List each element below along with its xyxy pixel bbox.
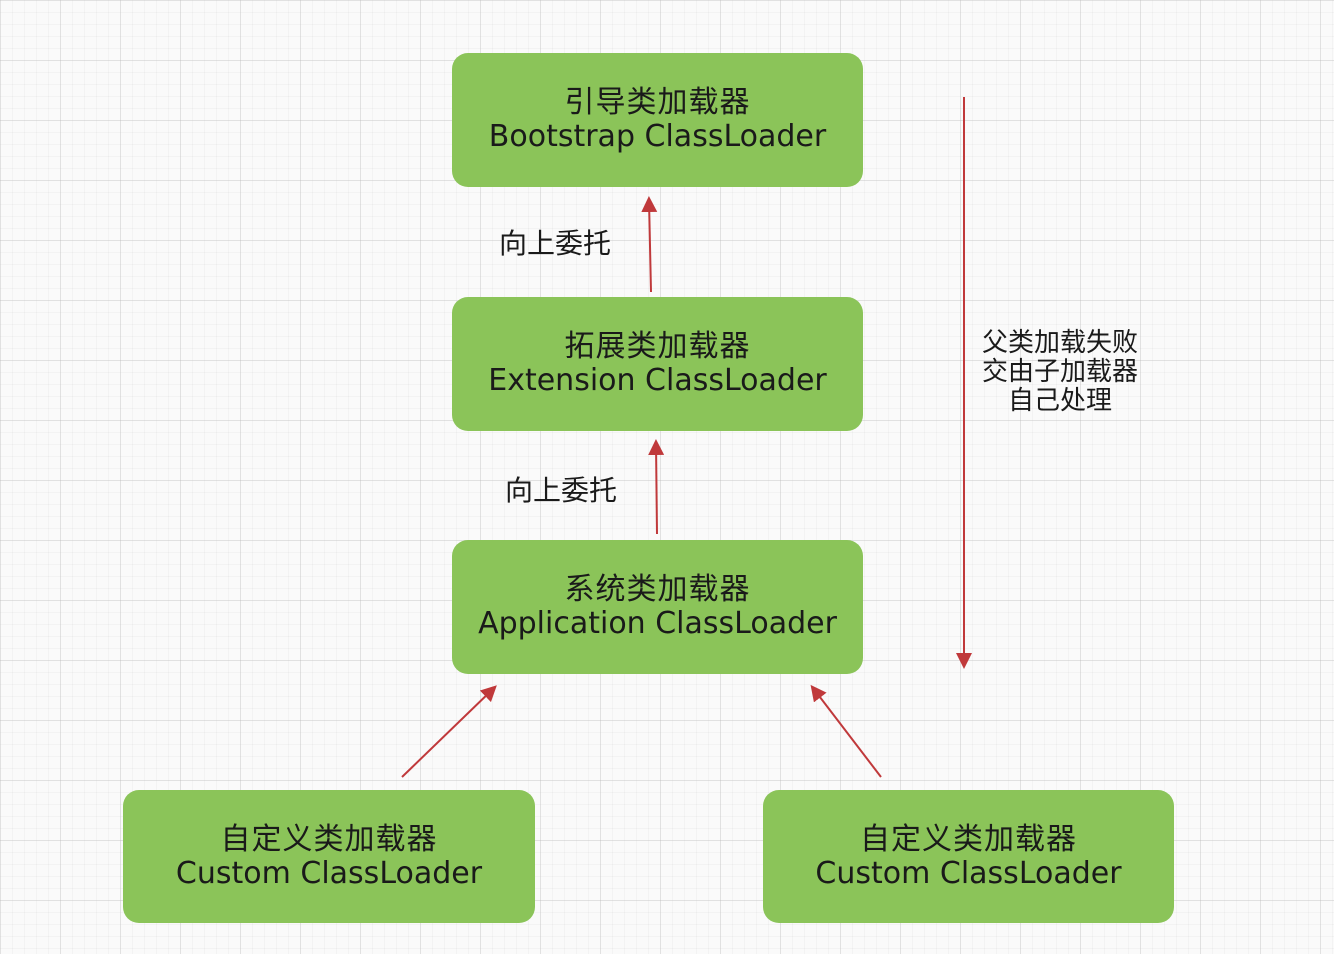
side-note-line-3: 自己处理 (1007, 386, 1112, 416)
node-title-en: Custom ClassLoader (815, 855, 1122, 891)
node-title-zh: 系统类加载器 (564, 572, 751, 607)
side-note-line-1: 父类加载失败 (981, 328, 1138, 358)
extension-classloader-node: 拓展类加载器 Extension ClassLoader (452, 297, 863, 431)
bootstrap-classloader-node: 引导类加载器 Bootstrap ClassLoader (452, 53, 863, 187)
fallback-side-note: 父类加载失败 交由子加载器 自己处理 (960, 329, 1160, 416)
application-classloader-node: 系统类加载器 Application ClassLoader (452, 540, 863, 674)
node-title-zh: 自定义类加载器 (220, 821, 438, 857)
node-title-zh: 拓展类加载器 (564, 329, 751, 364)
arrow-extension-to-bootstrap (641, 196, 658, 293)
node-title-en: Custom ClassLoader (175, 855, 483, 891)
arrow-application-to-extension (648, 439, 665, 535)
side-note-line-2: 交由子加载器 (981, 357, 1138, 387)
arrow-custom-right-to-application (810, 684, 882, 778)
node-title-zh: 自定义类加载器 (860, 821, 1077, 857)
delegate-up-label-upper: 向上委托 (499, 227, 612, 260)
arrow-custom-left-to-application (401, 685, 497, 778)
custom-classloader-right-node: 自定义类加载器 Custom ClassLoader (763, 790, 1174, 923)
node-title-en: Bootstrap ClassLoader (488, 119, 827, 154)
node-title-en: Application ClassLoader (478, 606, 837, 641)
node-title-zh: 引导类加载器 (564, 85, 751, 120)
custom-classloader-left-node: 自定义类加载器 Custom ClassLoader (123, 790, 535, 923)
node-title-en: Extension ClassLoader (488, 363, 827, 398)
delegate-up-label-lower: 向上委托 (505, 474, 618, 507)
